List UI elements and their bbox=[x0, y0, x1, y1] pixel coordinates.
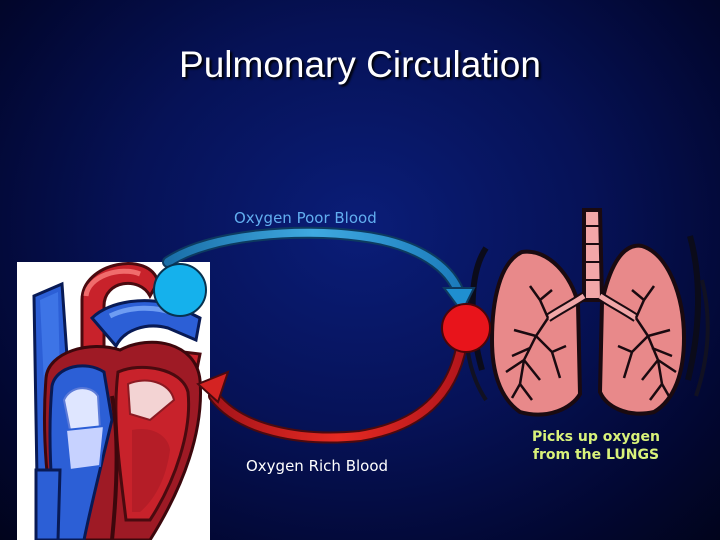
picks-up-line-1: Picks up oxygen bbox=[532, 429, 660, 445]
picks-up-line-2: from the LUNGS bbox=[532, 447, 660, 463]
oxygen-poor-arrow bbox=[162, 226, 476, 314]
oxygen-poor-label: Oxygen Poor Blood bbox=[234, 209, 377, 227]
oxygen-poor-circle bbox=[153, 263, 207, 317]
oxygen-rich-circle bbox=[441, 303, 491, 353]
oxygen-rich-arrow bbox=[196, 338, 468, 444]
slide-title: Pulmonary Circulation bbox=[179, 44, 541, 85]
lungs-icon bbox=[464, 208, 710, 417]
picks-up-oxygen-label: Picks up oxygen from the LUNGS bbox=[508, 428, 684, 464]
oxygen-rich-label: Oxygen Rich Blood bbox=[246, 457, 389, 475]
